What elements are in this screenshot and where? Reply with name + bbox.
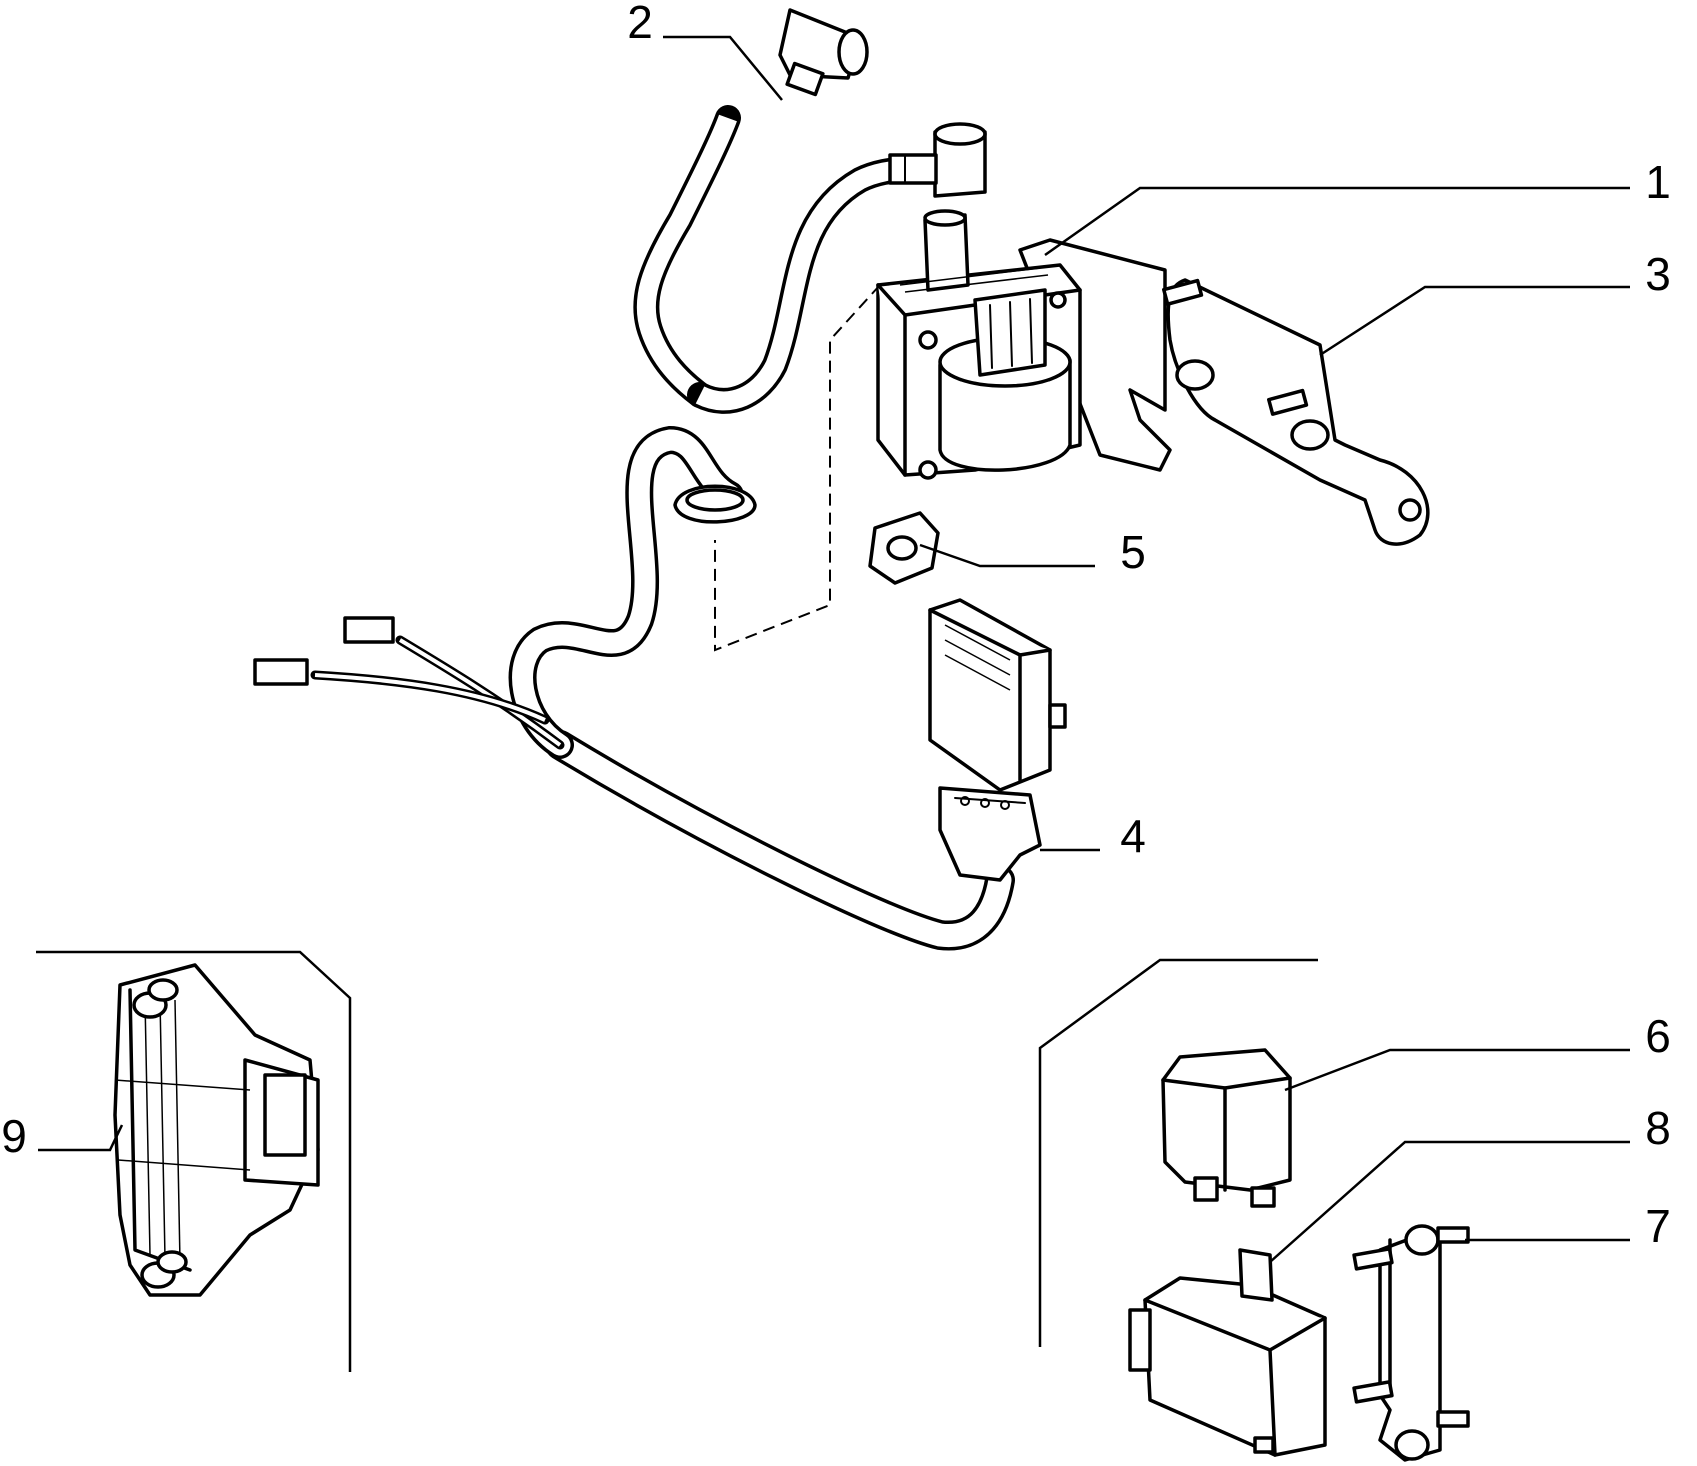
callout-labels: 1 2 3 4 5 6 7 8 9 (1, 0, 1671, 1252)
callout-1: 1 (1645, 156, 1671, 208)
callout-9: 9 (1, 1110, 27, 1162)
relay-part-6 (1161, 1048, 1292, 1208)
ht-lead-part-2 (633, 8, 987, 414)
leader-8 (1269, 1140, 1630, 1263)
wiring-harness-part-4 (253, 425, 1067, 951)
callout-2: 2 (627, 0, 653, 48)
relay-group-frame (1038, 958, 1318, 1347)
assembly-dashed-lines (714, 284, 881, 652)
callout-6: 6 (1645, 1010, 1671, 1062)
control-unit-part-9 (36, 950, 352, 1372)
mounting-plate-part-7 (1352, 1224, 1470, 1462)
callout-5: 5 (1120, 526, 1146, 578)
callout-3: 3 (1645, 248, 1671, 300)
leader-lines (38, 35, 1630, 1263)
relay-part-8 (1128, 1248, 1327, 1457)
nut-part-5 (868, 511, 940, 585)
bracket-part-3 (1162, 278, 1430, 546)
leader-1 (1044, 186, 1630, 257)
leader-5 (919, 543, 1095, 568)
callout-7: 7 (1645, 1200, 1671, 1252)
leader-6 (1284, 1048, 1630, 1092)
callout-4: 4 (1120, 810, 1146, 862)
leader-9 (38, 1124, 124, 1152)
leader-3 (1319, 285, 1630, 357)
leader-2 (663, 35, 783, 101)
ignition-coil-part-1 (876, 209, 1172, 480)
callout-8: 8 (1645, 1102, 1671, 1154)
